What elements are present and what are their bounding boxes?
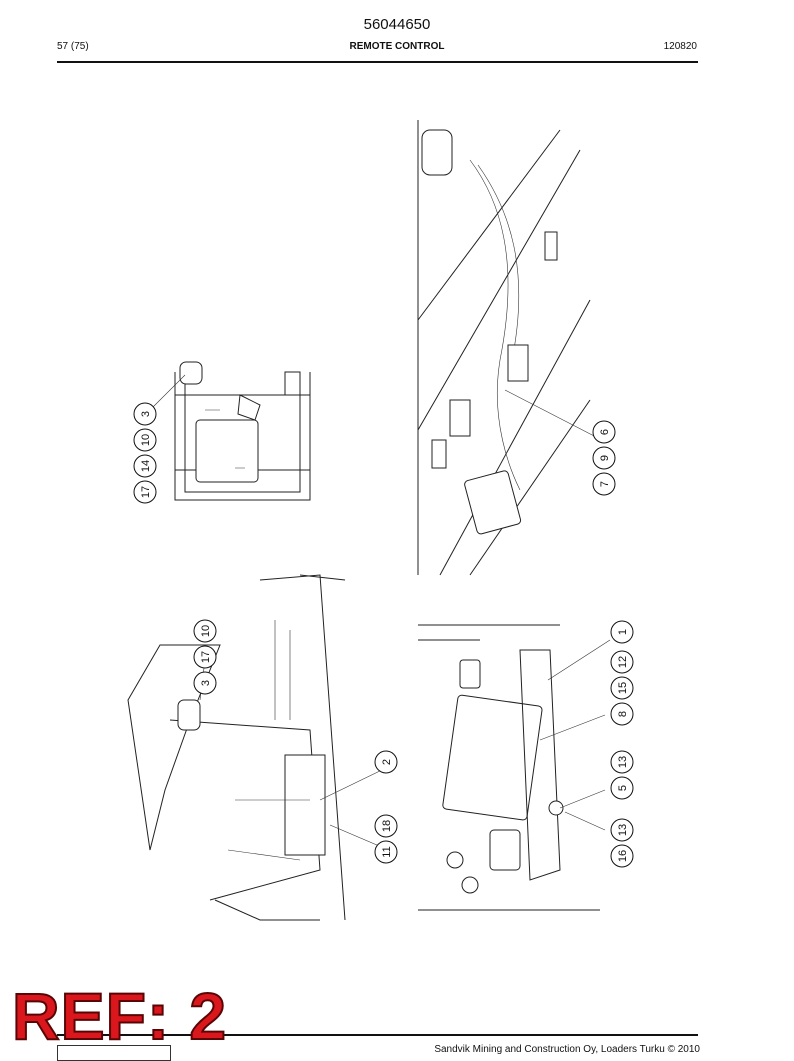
document-number: 56044650 (363, 16, 431, 33)
callout-group-upper-right: 6 9 7 (592, 420, 616, 496)
callout-8: 8 (610, 702, 634, 726)
revision-number: 120820 (663, 41, 697, 52)
callout-17: 17 (133, 480, 157, 504)
view-control-unit (418, 624, 611, 911)
callout-10: 10 (133, 428, 157, 452)
svg-text:1: 1 (617, 629, 629, 635)
callout-17b: 17 (193, 645, 217, 669)
svg-text:2: 2 (381, 759, 393, 765)
callout-group-lower-left-a: 3 17 10 (193, 619, 217, 695)
callout-1: 1 (610, 620, 634, 644)
copyright-text: Sandvik Mining and Construction Oy, Load… (434, 1044, 700, 1055)
svg-text:17: 17 (200, 651, 212, 663)
callout-15: 15 (610, 676, 634, 700)
callout-18: 18 (374, 814, 398, 838)
callout-2: 2 (374, 750, 398, 774)
footer-rule (57, 1034, 698, 1036)
svg-text:8: 8 (617, 711, 629, 717)
callout-10b: 10 (193, 619, 217, 643)
callout-group-lower-left-b: 2 18 11 (374, 750, 398, 864)
svg-text:18: 18 (381, 820, 393, 832)
svg-text:7: 7 (599, 481, 611, 487)
header-rule (57, 61, 698, 63)
section-title: REMOTE CONTROL (349, 41, 445, 52)
svg-text:17: 17 (140, 486, 152, 498)
svg-text:12: 12 (617, 656, 629, 668)
svg-text:11: 11 (381, 846, 393, 857)
callout-11: 11 (374, 840, 398, 864)
callout-13b: 13 (610, 818, 634, 842)
svg-text:5: 5 (617, 785, 629, 791)
callout-5: 5 (610, 776, 634, 800)
callout-6: 6 (592, 420, 616, 444)
callout-3: 3 (133, 402, 157, 426)
svg-text:13: 13 (617, 756, 629, 768)
callout-group-upper-left: 3 10 14 17 (133, 402, 157, 504)
page-count: 57 (75) (57, 41, 89, 52)
callout-7: 7 (592, 472, 616, 496)
svg-text:10: 10 (200, 625, 212, 637)
callout-9: 9 (592, 446, 616, 470)
svg-text:15: 15 (617, 682, 629, 694)
callout-group-lower-right: 1 12 15 8 13 5 13 16 (610, 620, 634, 868)
svg-text:13: 13 (617, 824, 629, 836)
callout-14: 14 (133, 454, 157, 478)
view-frame-bracket (174, 361, 311, 501)
callout-12: 12 (610, 650, 634, 674)
svg-text:3: 3 (140, 411, 152, 417)
view-bracket-mount (127, 574, 346, 921)
callout-3b: 3 (193, 671, 217, 695)
view-cable-routing (417, 120, 599, 576)
svg-text:16: 16 (617, 850, 629, 862)
svg-text:14: 14 (140, 460, 152, 472)
leader-lines (151, 374, 389, 849)
svg-text:6: 6 (599, 429, 611, 435)
svg-text:3: 3 (200, 680, 212, 686)
svg-text:9: 9 (599, 455, 611, 461)
callout-13: 13 (610, 750, 634, 774)
svg-text:10: 10 (140, 434, 152, 446)
ref-stamp: REF: 2 (11, 979, 228, 1053)
callout-16: 16 (610, 844, 634, 868)
